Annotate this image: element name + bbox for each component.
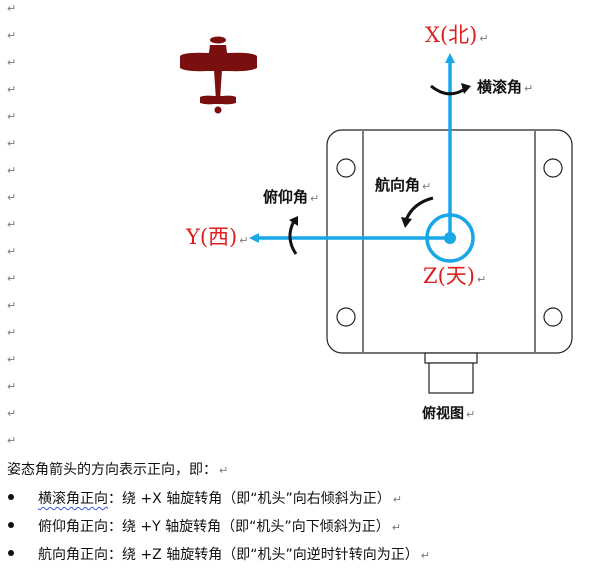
yaw-angle-label: 航向角↵ bbox=[375, 176, 432, 194]
paragraph-mark: ↵ bbox=[7, 2, 17, 15]
sensor-connector bbox=[424, 352, 478, 394]
paragraph-mark: ↵ bbox=[7, 110, 17, 123]
paragraph-mark: ↵ bbox=[7, 353, 17, 366]
paragraph-mark: ↵ bbox=[7, 83, 17, 96]
paragraph-mark: ↵ bbox=[7, 299, 17, 312]
bullet-dot bbox=[8, 522, 14, 528]
paragraph-mark: ↵ bbox=[7, 137, 17, 150]
pitch-definition-item: 俯仰角正向：绕 +Y 轴旋转角（即“机头”向下倾斜为正）↵ bbox=[38, 519, 401, 535]
z-axis-label: Z(天)↵ bbox=[423, 264, 487, 288]
roll-arrow-icon bbox=[430, 83, 471, 96]
yaw-definition-item: 航向角正向：绕 +Z 轴旋转角（即“机头”向逆时针转向为正）↵ bbox=[38, 547, 430, 563]
orientation-diagram bbox=[180, 36, 573, 394]
paragraph-mark: ↵ bbox=[7, 191, 17, 204]
z-axis-dot bbox=[444, 232, 456, 244]
y-axis-label: Y(西)↵ bbox=[186, 225, 249, 249]
paragraph-mark: ↵ bbox=[7, 56, 17, 69]
yaw-arrow-icon bbox=[401, 196, 434, 228]
bullet-dot bbox=[8, 550, 14, 556]
paragraph-mark: ↵ bbox=[7, 407, 17, 420]
paragraph-mark: ↵ bbox=[7, 380, 17, 393]
bullet-dot bbox=[8, 494, 14, 500]
pitch-term: 俯仰角正向 bbox=[38, 519, 108, 535]
paragraph-mark: ↵ bbox=[7, 272, 17, 285]
paragraph-mark: ↵ bbox=[7, 164, 17, 177]
roll-angle-label: 横滚角↵ bbox=[477, 78, 534, 96]
airplane-icon bbox=[180, 36, 257, 114]
intro-paragraph: 姿态角箭头的方向表示正向，即：↵ bbox=[7, 462, 229, 478]
pitch-angle-label: 俯仰角↵ bbox=[263, 188, 320, 206]
yaw-term: 航向角正向 bbox=[38, 547, 108, 563]
paragraph-mark: ↵ bbox=[7, 434, 17, 447]
paragraph-mark: ↵ bbox=[7, 326, 17, 339]
paragraph-mark: ↵ bbox=[7, 218, 17, 231]
x-axis-label: X(北)↵ bbox=[425, 23, 489, 47]
roll-definition-item: 横滚角正向：绕 +X 轴旋转角（即“机头”向右倾斜为正）↵ bbox=[38, 491, 402, 507]
roll-term: 横滚角正向 bbox=[38, 491, 108, 507]
z-axis-ring bbox=[425, 213, 475, 263]
paragraph-mark: ↵ bbox=[7, 245, 17, 258]
pitch-arrow-icon bbox=[288, 216, 298, 255]
view-caption: 俯视图↵ bbox=[422, 406, 476, 422]
paragraph-mark: ↵ bbox=[7, 29, 17, 42]
